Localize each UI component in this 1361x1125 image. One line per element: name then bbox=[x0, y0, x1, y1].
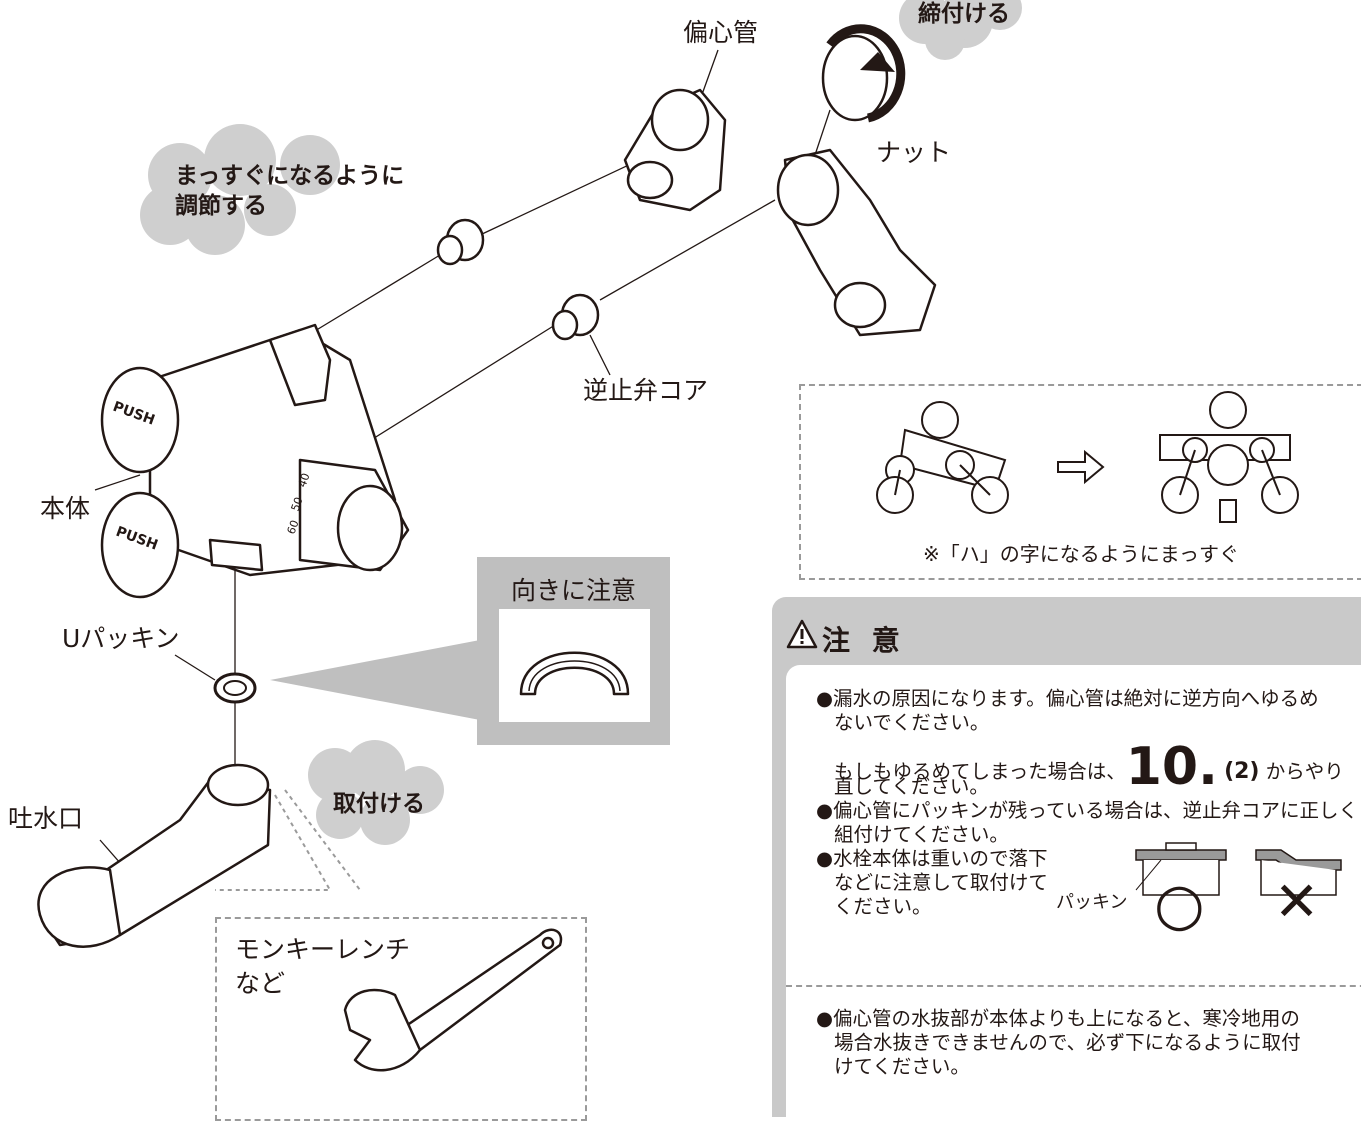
label-spout: 吐水口 bbox=[8, 804, 84, 833]
straight-before-diagram bbox=[876, 401, 1009, 514]
caution-p3-line2: などに注意して取付けて bbox=[834, 871, 1048, 894]
label-body: 本体 bbox=[40, 494, 91, 523]
dial-40: 40 bbox=[296, 471, 313, 489]
label-check-valve-core: 逆止弁コア bbox=[583, 376, 709, 405]
caution-p1-line1: ●漏水の原因になります。偏心管は絶対に逆方向へゆるめ bbox=[816, 687, 1319, 710]
packing-label: パッキン bbox=[1056, 892, 1128, 913]
caution-p3-line1: ●水栓本体は重いので落下 bbox=[816, 847, 1048, 870]
ng-mark-icon: ✕ bbox=[1274, 870, 1320, 933]
cloud-adjust bbox=[140, 124, 340, 255]
caution-p2-line2: 組付けてください。 bbox=[834, 823, 1009, 846]
orientation-box: 向きに注意 bbox=[477, 557, 670, 745]
label-eccentric-pipe: 偏心管 bbox=[683, 18, 759, 47]
caution-separator bbox=[786, 985, 1361, 987]
caution-body: ●漏水の原因になります。偏心管は絶対に逆方向へゆるめ ないでください。 もしもゆ… bbox=[786, 665, 1361, 1125]
label-wrench-2: など bbox=[235, 969, 286, 998]
caution-step-number: 10. bbox=[1125, 737, 1218, 797]
caution-p4-line1: ●偏心管の水抜部が本体よりも上になると、寒冷地用の bbox=[816, 1007, 1300, 1030]
warning-triangle-icon bbox=[786, 619, 818, 649]
label-adjust-straight: まっすぐになるように bbox=[175, 163, 405, 189]
caution-p4-line2: 場合水抜きできませんので、必ず下になるように取付 bbox=[834, 1031, 1301, 1054]
straight-box: ※「ハ」の字になるようにまっすぐ bbox=[799, 384, 1361, 580]
wrench-icon bbox=[343, 928, 563, 1072]
wrench-box: モンキーレンチ など bbox=[215, 917, 587, 1121]
u-packing-orientation-icon bbox=[519, 651, 630, 696]
label-adjust-do: 調節する bbox=[175, 193, 267, 219]
orientation-inner bbox=[499, 609, 650, 722]
caution-p1-line2: ないでください。 bbox=[834, 711, 990, 734]
dial-60: 60 bbox=[285, 518, 302, 536]
ok-mark-icon: ○ bbox=[1154, 870, 1205, 938]
label-u-packing: Uパッキン bbox=[62, 624, 180, 653]
label-nut: ナット bbox=[876, 138, 952, 167]
packing-comparison-diagram bbox=[1135, 842, 1342, 896]
straight-after-diagram bbox=[1159, 391, 1299, 523]
caution-p2-line1: ●偏心管にパッキンが残っている場合は、逆止弁コアに正しく bbox=[816, 799, 1358, 822]
caution-p1-line3: もしもゆるめてしまった場合は、10. (2) からやり bbox=[834, 741, 1344, 793]
dial-50: 50 bbox=[289, 495, 306, 513]
caution-step-sub: (2) bbox=[1224, 759, 1260, 784]
cloud-attach bbox=[308, 740, 444, 845]
nut-rotation-icon bbox=[821, 24, 906, 123]
caution-p3-line3: ください。 bbox=[834, 895, 932, 918]
caution-title: 注 意 bbox=[822, 624, 906, 657]
installation-diagram: PUSH PUSH 40 50 60 bbox=[37, 0, 1299, 1072]
label-wrench-1: モンキーレンチ bbox=[235, 935, 411, 964]
caution-p1-line3a: もしもゆるめてしまった場合は、 bbox=[834, 760, 1126, 783]
label-tighten: 締付ける bbox=[918, 1, 1010, 27]
straight-note: ※「ハ」の字になるようにまっすぐ bbox=[923, 542, 1239, 566]
orientation-title: 向きに注意 bbox=[510, 576, 636, 605]
label-attach: 取付ける bbox=[333, 791, 425, 817]
arrow-right-icon bbox=[1057, 449, 1105, 485]
caution-p1-line3b: からやり bbox=[1265, 760, 1344, 783]
caution-p1-line4: 直してください。 bbox=[834, 775, 989, 798]
caution-p4-line3: けてください。 bbox=[834, 1055, 970, 1078]
caution-panel: 注 意 ●漏水の原因になります。偏心管は絶対に逆方向へゆるめ ないでください。 … bbox=[772, 597, 1361, 1125]
cloud-tighten bbox=[899, 0, 1022, 60]
